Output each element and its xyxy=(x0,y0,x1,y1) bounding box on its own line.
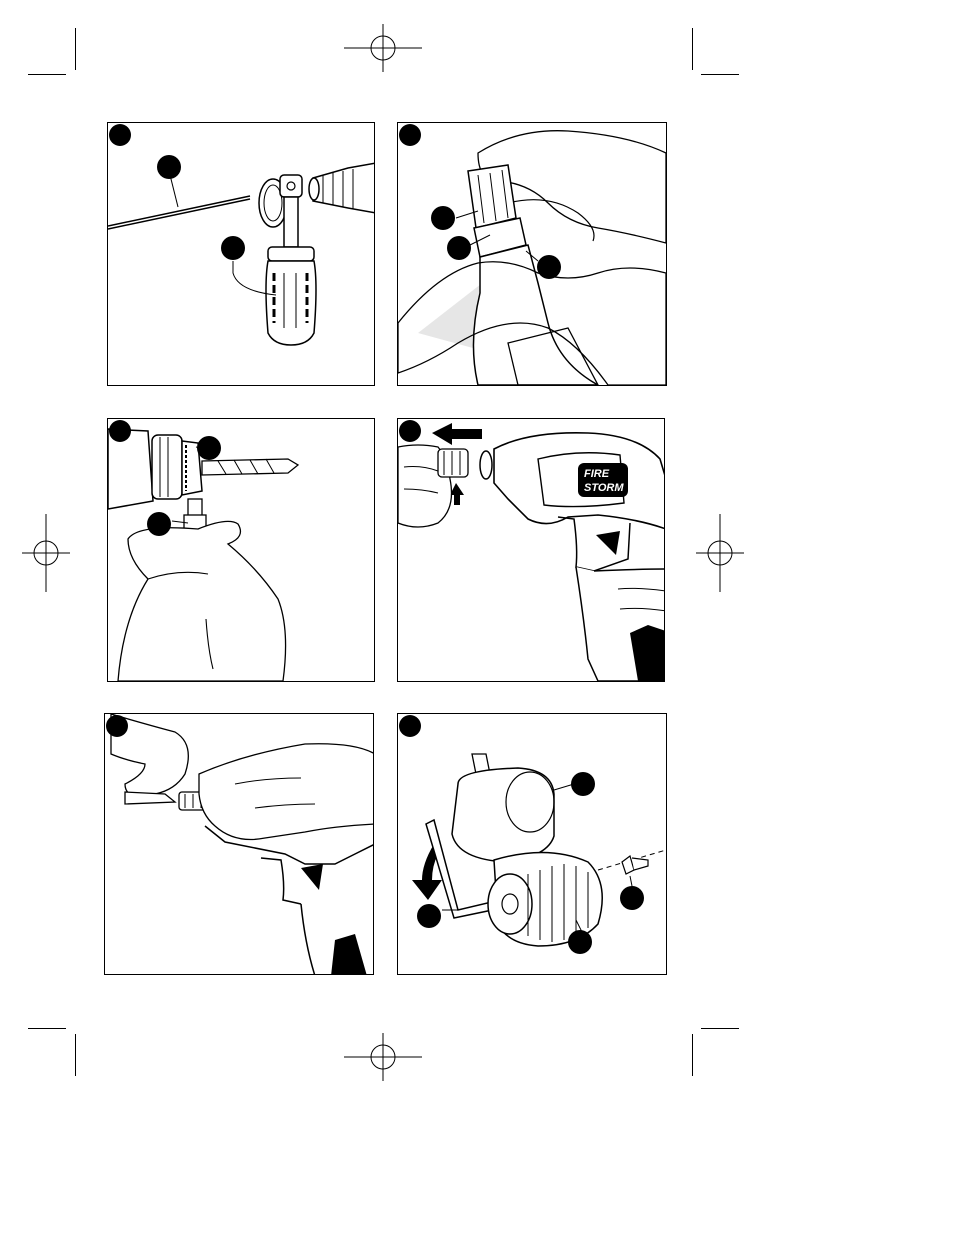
callout-marker xyxy=(221,236,245,260)
crop-mark-top-right-h xyxy=(701,74,739,75)
crop-mark-top-right-v xyxy=(692,28,693,70)
registration-target-left-icon xyxy=(22,514,70,592)
callout-marker xyxy=(157,155,181,179)
figure-panel-c xyxy=(107,418,375,682)
crop-mark-bottom-left-h xyxy=(28,1028,66,1029)
chuck-key-drill-bit-illustration xyxy=(108,419,375,682)
brand-logo-line1: FIRE xyxy=(584,468,610,480)
chuck-install-drill-illustration xyxy=(105,714,374,975)
crop-mark-bottom-right-v xyxy=(692,1034,693,1076)
callout-marker xyxy=(571,772,595,796)
registration-target-right-icon xyxy=(696,514,744,592)
callout-marker xyxy=(431,206,455,230)
figure-step-marker-f xyxy=(399,715,421,737)
callout-marker xyxy=(147,512,171,536)
figure-step-marker-a xyxy=(109,124,131,146)
figure-step-marker-b xyxy=(399,124,421,146)
crop-mark-bottom-left-v xyxy=(75,1034,76,1076)
callout-marker xyxy=(417,904,441,928)
callout-marker xyxy=(447,236,471,260)
figure-panel-b xyxy=(397,122,667,386)
brand-logo-line2: STORM xyxy=(584,482,624,494)
figure-panel-a xyxy=(107,122,375,386)
figure-panel-d: FIRE STORM xyxy=(397,418,665,682)
figure-step-marker-c xyxy=(109,420,131,442)
crop-mark-top-left-h xyxy=(28,74,66,75)
chuck-removal-drill-illustration: FIRE STORM xyxy=(398,419,665,682)
figure-panel-f xyxy=(397,713,667,975)
figure-step-marker-d xyxy=(399,420,421,442)
registration-target-bottom-icon xyxy=(344,1033,422,1081)
chuck-hex-key-screw-illustration xyxy=(398,714,667,975)
figure-panel-e xyxy=(104,713,374,975)
callout-marker xyxy=(620,886,644,910)
crop-mark-top-left-v xyxy=(75,28,76,70)
registration-target-top-icon xyxy=(344,24,422,72)
figure-step-marker-e xyxy=(106,715,128,737)
chuck-collar-hands-illustration xyxy=(398,123,667,386)
crop-mark-bottom-right-h xyxy=(701,1028,739,1029)
callout-marker xyxy=(197,436,221,460)
callout-marker xyxy=(568,930,592,954)
callout-marker xyxy=(537,255,561,279)
